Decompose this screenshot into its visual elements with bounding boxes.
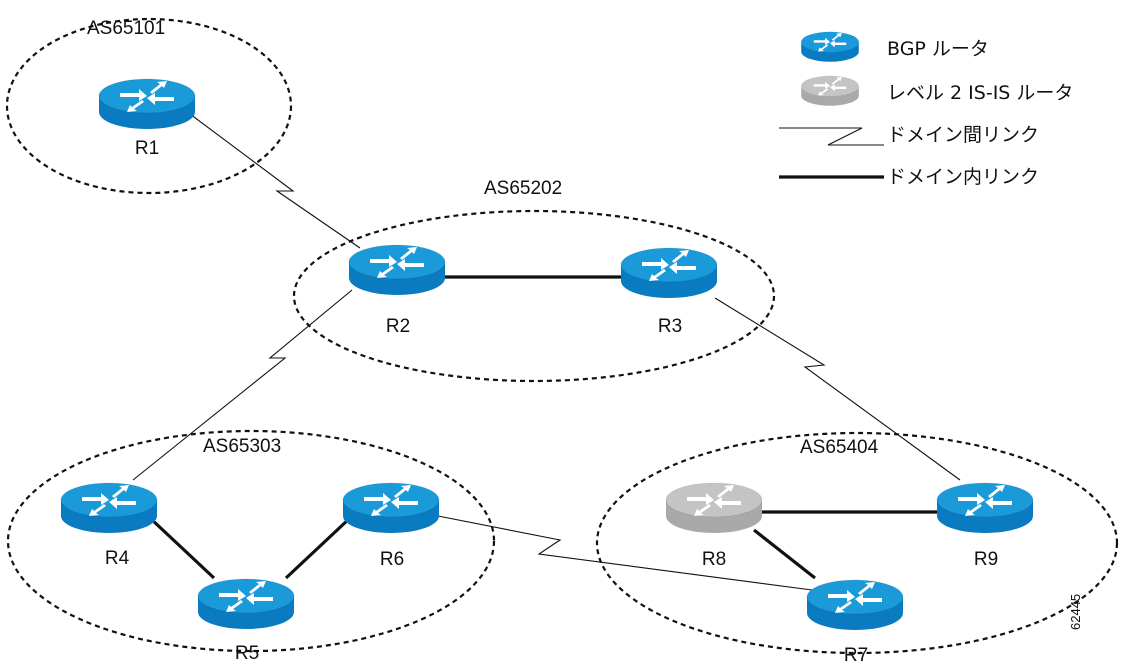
inter-domain-link-r1-r2 [189,113,361,249]
links-layer [132,113,961,591]
legend-inter-domain-label: ドメイン間リンク [887,124,1039,146]
domain-label-as65202: AS65202 [484,178,562,199]
legend-isis-router-icon [801,75,859,106]
legend-isis-router-label: レベル 2 IS-IS ルータ [887,82,1073,104]
router-r1-icon [98,78,196,129]
router-r6-icon [342,482,440,533]
router-label-r2: R2 [386,316,410,337]
legend-intra-domain-label: ドメイン内リンク [887,166,1039,188]
legend-bgp-router-label: BGP ルータ [887,38,989,60]
domain-label-as65303: AS65303 [203,436,281,457]
router-r9-icon [936,482,1034,533]
router-r4-icon [60,482,158,533]
router-r3-icon [620,247,718,298]
router-r7-icon [806,579,904,630]
domain-boundary-as65202 [292,209,776,383]
router-label-r8: R8 [702,549,726,570]
domain-label-as65404: AS65404 [800,437,879,458]
domain-boundary-as65303 [6,429,496,653]
domain-boundary-as65101 [5,17,293,195]
intra-domain-link-r8-r7 [753,528,816,580]
domain-label-as65101: AS65101 [87,18,165,39]
router-r2-icon [348,244,446,295]
intra-domain-link-r4-r5 [148,516,216,580]
router-label-r7: R7 [844,645,868,666]
router-label-r1: R1 [135,138,159,159]
router-r8-icon [665,482,763,533]
domain-boundary-as65404 [595,431,1119,655]
inter-domain-link-r2-r4 [132,289,353,481]
inter-domain-link-r3-r9 [714,297,961,481]
router-label-r6: R6 [380,549,404,570]
router-r5-icon [197,578,295,629]
router-label-r3: R3 [658,316,682,337]
router-label-r9: R9 [974,549,998,570]
intra-domain-link-r5-r6 [284,516,352,580]
legend: BGP ルータ レベル 2 IS-IS ルータ ドメイン間リンク ドメイン内リン… [779,31,1073,188]
figure-number: 62445 [1068,594,1083,630]
router-label-r4: R4 [105,548,130,569]
legend-inter-domain-line [779,127,884,146]
legend-bgp-router-icon [801,31,859,62]
router-label-r5: R5 [235,643,259,664]
inter-domain-link-r6-r7 [437,515,813,591]
